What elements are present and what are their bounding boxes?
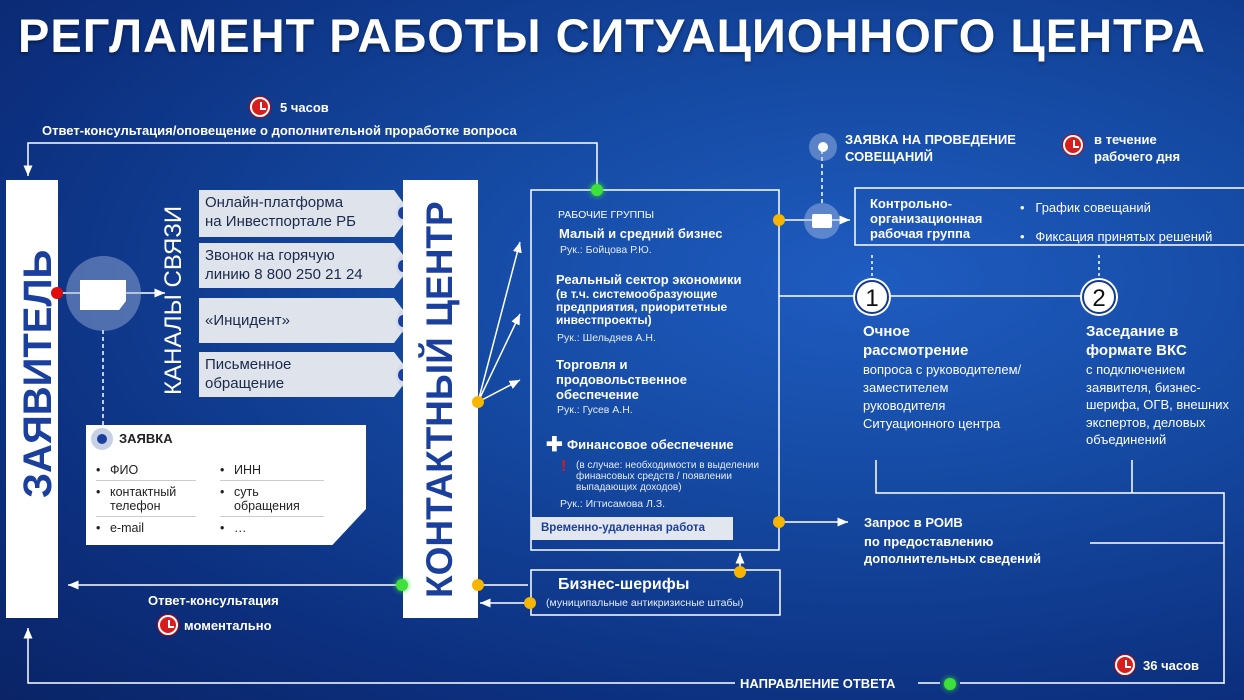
option-number: 1 [855, 280, 889, 314]
green-dot [591, 184, 603, 196]
request-field: … [220, 517, 324, 538]
green-dot [396, 579, 408, 591]
sheriffs-sub: (муниципальные антикризисные штабы) [546, 597, 744, 609]
group-head: Рук.: Гусев А.Н. [557, 404, 633, 416]
korg-name: Контрольно-организационная рабочая групп… [870, 196, 983, 241]
meeting-time: в течение рабочего дня [1094, 132, 1181, 164]
option2-text: с подключением заявителя, бизнес-шерифа,… [1086, 362, 1230, 447]
meeting-request-label: ЗАЯВКА НА ПРОВЕДЕНИЕ СОВЕЩАНИЙ [845, 132, 1016, 164]
clock-icon [158, 615, 178, 635]
finance-note: (в случае: необходимости в выделении фин… [576, 460, 759, 493]
channel-text: Письменное [205, 356, 292, 373]
group-head: Рук.: Шельдяев А.Н. [557, 332, 656, 344]
sheriffs-box [530, 569, 781, 616]
channel-text: Онлайн-платформа [205, 194, 344, 211]
document-icon [80, 280, 126, 310]
clock-icon [1063, 135, 1083, 155]
request-field: e-mail [96, 517, 196, 538]
channel-letter[interactable]: Письменное обращение [199, 352, 411, 397]
korg-item-text: График совещаний [1035, 200, 1151, 215]
channel-text: обращение [205, 375, 285, 392]
option1-text: вопроса с руководителем/ заместителем ру… [863, 362, 1022, 431]
korg-box [854, 187, 1244, 246]
channels-label: КАНАЛЫ СВЯЗИ [160, 205, 187, 395]
plus-icon: ✚ [546, 434, 563, 456]
clock-icon [1115, 655, 1135, 675]
channel-online[interactable]: Онлайн-платформа на Инвестпортале РБ [199, 190, 411, 237]
bottom-time: 36 часов [1143, 658, 1200, 673]
request-card: ЗАЯВКА ФИОконтактный телефонe-mail ИННсу… [86, 425, 366, 545]
groups-label: РАБОЧИЕ ГРУППЫ [558, 209, 654, 221]
yellow-dot [734, 566, 746, 578]
finance-name: Финансовое обеспечение [567, 437, 734, 452]
roiv-title: Запрос в РОИВ [864, 515, 963, 530]
bottom-label: НАПРАВЛЕНИЕ ОТВЕТА [740, 676, 896, 691]
meeting-circle [809, 133, 837, 161]
contact-center-label: КОНТАКТНЫЙ ЦЕНТР [419, 201, 460, 598]
contact-center-bar: КОНТАКТНЫЙ ЦЕНТР [403, 180, 478, 618]
yellow-dot [472, 579, 484, 591]
folder-circle [804, 203, 840, 239]
groups-box [530, 189, 780, 551]
channel-text: Звонок на горячую [205, 247, 335, 264]
option-number: 2 [1082, 280, 1116, 314]
option1-title: Очное рассмотрение [863, 323, 969, 359]
exclamation-icon: ! [561, 458, 567, 475]
remote-work-label: Временно-удаленная работа [531, 517, 733, 540]
request-field: ИНН [220, 459, 324, 481]
sheriffs-name: Бизнес-шерифы [558, 576, 690, 593]
channel-hotline[interactable]: Звонок на горячую линию 8 800 250 21 24 [199, 243, 411, 288]
folder-icon [812, 214, 832, 228]
answer-label: Ответ-консультация [148, 593, 279, 608]
yellow-dot [773, 516, 785, 528]
applicant-bar: ЗАЯВИТЕЛЬ [6, 180, 60, 618]
channel-text: «Инцидент» [205, 312, 290, 329]
group-name: Реальный сектор экономики [556, 272, 742, 287]
top-feedback-label: Ответ-консультация/оповещение о дополнит… [42, 123, 517, 138]
document-circle [66, 256, 141, 331]
yellow-dot [472, 396, 484, 408]
group-name: Малый и средний бизнес [559, 226, 723, 241]
roiv-text: по предоставлению дополнительных сведени… [864, 534, 1042, 566]
answer-time: моментально [184, 618, 272, 633]
request-field: ФИО [96, 459, 196, 481]
option2-title: Заседание в формате ВКС [1086, 323, 1187, 359]
korg-item: • Фиксация принятых решений [1020, 229, 1213, 244]
yellow-dot [524, 597, 536, 609]
group-name: Торговля и продовольственное обеспечение [556, 357, 687, 402]
korg-item-text: Фиксация принятых решений [1035, 229, 1213, 244]
request-field: суть обращения [220, 481, 324, 517]
korg-item: • График совещаний [1020, 200, 1151, 215]
channel-text: на Инвестпортале РБ [205, 213, 357, 230]
red-dot [51, 287, 63, 299]
channel-incident[interactable]: «Инцидент» [199, 298, 411, 343]
group-head: Рук.: Бойцова Р.Ю. [560, 244, 652, 256]
channel-text: линию 8 800 250 21 24 [205, 266, 363, 283]
green-dot [944, 678, 956, 690]
request-field: контактный телефон [96, 481, 196, 517]
finance-head: Рук.: Игтисамова Л.З. [560, 498, 666, 510]
request-card-title: ЗАЯВКА [119, 431, 173, 446]
yellow-dot [773, 214, 785, 226]
group-sub: (в т.ч. системообразующие предприятия, п… [556, 287, 728, 327]
clock-icon [250, 97, 270, 117]
page-title: РЕГЛАМЕНТ РАБОТЫ СИТУАЦИОННОГО ЦЕНТРА [18, 9, 1206, 62]
top-time: 5 часов [280, 100, 329, 115]
